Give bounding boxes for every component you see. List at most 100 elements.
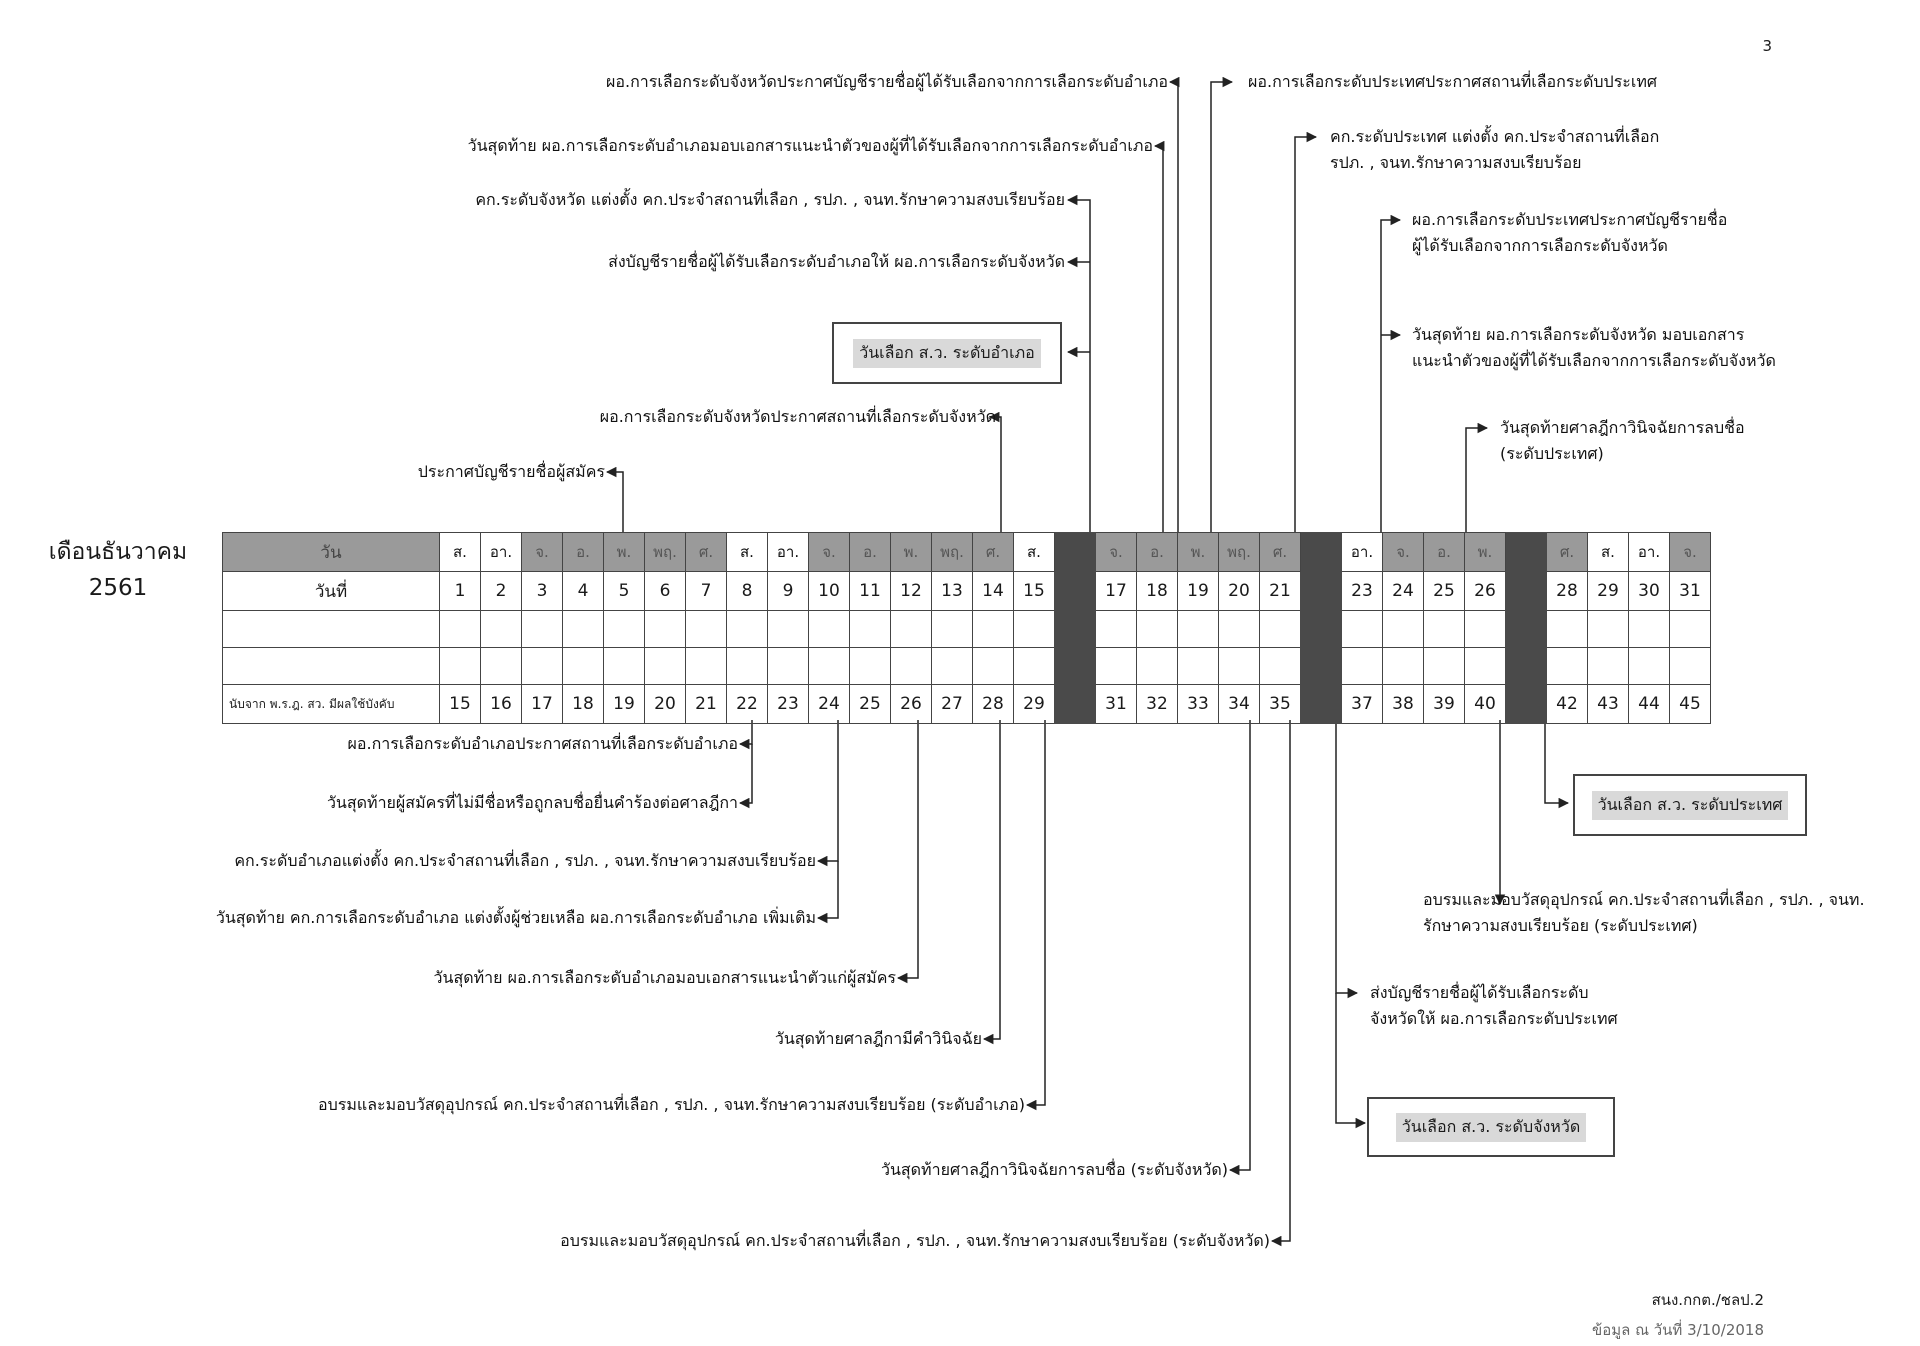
annotation-bottom-national-training-2: รักษาความสงบเรียบร้อย (ระดับประเทศ) xyxy=(1423,916,1698,935)
count-header: นับจาก พ.ร.ฎ. สว. มีผลใช้บังคับ xyxy=(222,684,440,724)
connector-bottom-5 xyxy=(896,720,919,984)
connector-bottom-4 xyxy=(816,861,839,924)
date-cell: 10 xyxy=(808,571,850,611)
day-name-cell: พ. xyxy=(603,532,645,572)
calendar-gap xyxy=(1300,532,1342,724)
blank-cell xyxy=(521,647,563,685)
annotation-bottom-send-province-list-1: ส่งบัญชีรายชื่อผู้ได้รับเลือกระดับ xyxy=(1370,983,1589,1002)
blank-cell xyxy=(603,610,645,648)
date-cell: 20 xyxy=(1218,571,1260,611)
connector-top-9 xyxy=(1294,131,1318,532)
date-cell: 21 xyxy=(1259,571,1301,611)
count-cell: 24 xyxy=(808,684,850,724)
count-cell: 19 xyxy=(603,684,645,724)
month-label: เดือนธันวาคม 2561 xyxy=(38,534,198,606)
blank-cell xyxy=(1013,647,1055,685)
day-name-cell: ส. xyxy=(439,532,481,572)
connector-top-6 xyxy=(988,411,1002,532)
blank-cell xyxy=(439,647,481,685)
blank-cell xyxy=(562,610,604,648)
blank-cell xyxy=(931,610,973,648)
blank-cell xyxy=(1136,647,1178,685)
annotation-bottom-send-province-list-2: จังหวัดให้ ผอ.การเลือกระดับประเทศ xyxy=(1370,1009,1618,1028)
annotation-bottom-district-training: อบรมและมอบวัสดุอุปกรณ์ คก.ประจำสถานที่เล… xyxy=(317,1095,1025,1114)
annotation-top-send-list: ส่งบัญชีรายชื่อผู้ได้รับเลือกระดับอำเภอใ… xyxy=(608,252,1065,271)
province-election-box: วันเลือก ส.ว. ระดับจังหวัด xyxy=(1367,1097,1615,1157)
day-name-cell: พฤ. xyxy=(1218,532,1260,572)
day-name-cell: ส. xyxy=(1587,532,1629,572)
day-name-cell: ส. xyxy=(726,532,768,572)
calendar-table: วัน ส.อา.จ.อ.พ.พฤ.ศ.ส.อา.จ.อ.พ.พฤ.ศ.ส.จ.… xyxy=(222,532,1711,724)
connector-bottom-8 xyxy=(1228,720,1251,1176)
day-name-cell: อ. xyxy=(849,532,891,572)
count-cell: 39 xyxy=(1423,684,1465,724)
date-cell: 11 xyxy=(849,571,891,611)
blank-cell xyxy=(808,647,850,685)
footer-revision: ข้อมูล ณ วันที่ 3/10/2018 xyxy=(1591,1321,1764,1339)
count-cell: 17 xyxy=(521,684,563,724)
connector-bottom-2 xyxy=(738,744,753,809)
annotation-bottom-candidate-docs: วันสุดท้าย ผอ.การเลือกระดับอำเภอมอบเอกสา… xyxy=(433,968,896,987)
connector-bottom-9 xyxy=(1270,720,1291,1247)
count-cell: 25 xyxy=(849,684,891,724)
count-cell: 34 xyxy=(1218,684,1260,724)
date-cell: 3 xyxy=(521,571,563,611)
day-name-cell: ศ. xyxy=(685,532,727,572)
blank-cell xyxy=(685,610,727,648)
blank-cell xyxy=(972,610,1014,648)
annotation-bottom-district-assistant: วันสุดท้าย คก.การเลือกระดับอำเภอ แต่งตั้… xyxy=(215,908,816,927)
count-cell: 27 xyxy=(931,684,973,724)
blank-cell xyxy=(1259,647,1301,685)
annotation-top-national-appoint-1: คก.ระดับประเทศ แต่งตั้ง คก.ประจำสถานที่เ… xyxy=(1330,127,1660,146)
calendar-gap xyxy=(1505,532,1547,724)
blank-cell xyxy=(685,647,727,685)
blank-cell xyxy=(1095,647,1137,685)
date-cell: 13 xyxy=(931,571,973,611)
date-cell: 5 xyxy=(603,571,645,611)
annotation-bottom-supreme-ruling: วันสุดท้ายศาลฎีกามีคำวินิจฉัย xyxy=(774,1029,982,1048)
blank-cell xyxy=(1095,610,1137,648)
connector-top-2 xyxy=(1153,140,1165,532)
day-name-cell: ส. xyxy=(1013,532,1055,572)
month-year: 2561 xyxy=(88,575,148,601)
blank-cell xyxy=(1587,610,1629,648)
annotation-top-candidate-list: ประกาศบัญชีรายชื่อผู้สมัคร xyxy=(417,462,605,481)
day-name-cell: ศ. xyxy=(1546,532,1588,572)
blank-cell xyxy=(1341,610,1383,648)
date-cell: 18 xyxy=(1136,571,1178,611)
blank-cell xyxy=(726,647,768,685)
blank-cell xyxy=(1177,647,1219,685)
connector-bottom-11 xyxy=(1335,993,1367,1129)
day-name-cell: พฤ. xyxy=(931,532,973,572)
blank-cell xyxy=(644,610,686,648)
blank-cell xyxy=(1382,610,1424,648)
count-cell: 29 xyxy=(1013,684,1055,724)
date-cell: 8 xyxy=(726,571,768,611)
blank-cell xyxy=(1423,610,1465,648)
footer-code: สนง.กกต./ชลป.2 xyxy=(1651,1291,1764,1309)
day-name-cell: ศ. xyxy=(1259,532,1301,572)
day-name-cell: จ. xyxy=(521,532,563,572)
day-name-cell: พ. xyxy=(1177,532,1219,572)
count-cell: 32 xyxy=(1136,684,1178,724)
day-name-cell: ศ. xyxy=(972,532,1014,572)
national-election-box: วันเลือก ส.ว. ระดับประเทศ xyxy=(1573,774,1807,836)
connector-top-1 xyxy=(1168,76,1180,532)
annotation-top-province-docs-2: แนะนำตัวของผู้ที่ได้รับเลือกจากการเลือกร… xyxy=(1412,351,1776,370)
day-name-cell: จ. xyxy=(808,532,850,572)
annotation-top-province-appoint: คก.ระดับจังหวัด แต่งตั้ง คก.ประจำสถานที่… xyxy=(475,190,1065,209)
date-cell: 4 xyxy=(562,571,604,611)
blank-cell xyxy=(1669,610,1711,648)
day-name-cell: พ. xyxy=(890,532,932,572)
count-cell: 44 xyxy=(1628,684,1670,724)
blank-cell xyxy=(222,610,440,648)
count-cell: 35 xyxy=(1259,684,1301,724)
date-cell: 31 xyxy=(1669,571,1711,611)
blank-cell xyxy=(222,647,440,685)
annotation-top-district-docs: วันสุดท้าย ผอ.การเลือกระดับอำเภอมอบเอกสา… xyxy=(467,136,1153,155)
blank-cell xyxy=(808,610,850,648)
calendar-gap xyxy=(1054,532,1096,724)
count-cell: 43 xyxy=(1587,684,1629,724)
blank-cell xyxy=(890,610,932,648)
